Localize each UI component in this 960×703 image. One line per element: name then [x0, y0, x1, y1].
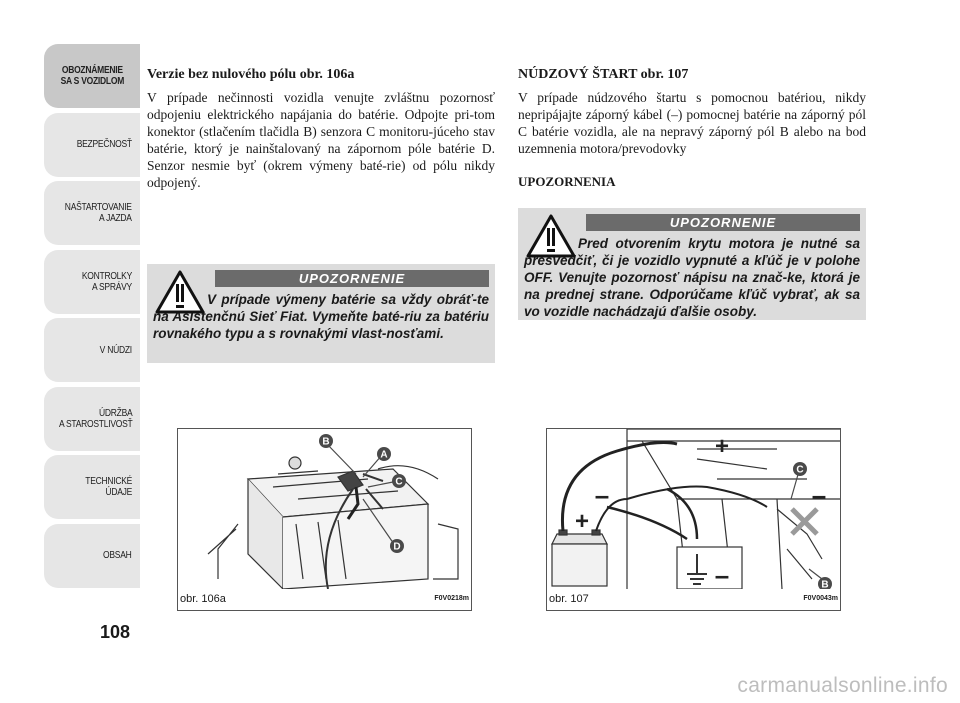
plus-symbol: +: [575, 508, 589, 535]
warning-title: UPOZORNENIE: [586, 214, 860, 231]
callout-b: [818, 577, 832, 591]
right-column: NÚDZOVÝ ŠTART obr. 107 V prípade núdzové…: [518, 66, 866, 190]
warning-title: UPOZORNENIE: [215, 270, 489, 287]
tab-label: ÚDRŽBA A STAROSTLIVOSŤ: [58, 407, 133, 430]
tab-nastartovanie[interactable]: NAŠTARTOVANIE A JAZDA: [44, 181, 140, 245]
warning-box: UPOZORNENIE V prípade výmeny batérie sa …: [147, 264, 495, 363]
tab-bezpecnost[interactable]: BEZPEČNOSŤ: [44, 112, 140, 177]
callout-d: [390, 539, 404, 553]
watermark: carmanualsonline.info: [737, 674, 948, 697]
callout-label: B: [322, 437, 329, 448]
battery-illustration: B A C D: [207, 434, 459, 591]
section-heading: NÚDZOVÝ ŠTART obr. 107: [518, 67, 689, 82]
tab-label: KONTROLKY A SPRÁVY: [81, 270, 132, 293]
figure-caption: obr. 107: [549, 593, 589, 605]
warning-text: V prípade výmeny batérie sa vždy obráť-t…: [153, 292, 489, 341]
tab-label: NAŠTARTOVANIE A JAZDA: [65, 202, 132, 224]
warning-triangle-icon: [155, 270, 205, 314]
callout-c: [793, 462, 807, 476]
warning-text: Pred otvorením krytu motora je nutné sa …: [524, 236, 860, 319]
body-paragraph: V prípade nečinnosti vozidla venujte zvl…: [147, 90, 495, 190]
tab-v-nudzi[interactable]: V NÚDZI: [44, 318, 140, 382]
tab-kontrolky[interactable]: KONTROLKY A SPRÁVY: [44, 249, 140, 314]
figure-code: F0V0043m: [803, 595, 838, 602]
figure-caption: obr. 106a: [180, 593, 226, 605]
left-column: Verzie bez nulového pólu obr. 106a V prí…: [147, 66, 495, 191]
callout-label: A: [380, 450, 387, 461]
callout-b: [319, 434, 333, 448]
tab-obsah[interactable]: OBSAH: [44, 523, 140, 588]
tab-label: BEZPEČNOSŤ: [76, 139, 132, 150]
callout-c: [392, 474, 406, 488]
tab-label: OBSAH: [103, 550, 133, 561]
warnings-subheading: UPOZORNENIA: [518, 174, 616, 189]
callout-label: C: [395, 477, 402, 488]
callout-a: [377, 447, 391, 461]
callout-label: D: [393, 542, 400, 553]
figure-battery-sensor: B A C D obr. 106a F0V0218m: [177, 428, 472, 611]
tab-label: OBOZNÁMENIE SA S VOZIDLOM: [60, 65, 124, 87]
figure-code: F0V0218m: [434, 595, 469, 602]
minus-symbol: –: [812, 480, 826, 510]
chapter-tabs: OBOZNÁMENIE SA S VOZIDLOM BEZPEČNOSŤ NAŠ…: [44, 44, 140, 592]
callout-label: C: [796, 465, 803, 476]
plus-symbol: +: [715, 433, 729, 460]
callout-label: B: [821, 580, 828, 590]
tab-udrzba[interactable]: ÚDRŽBA A STAROSTLIVOSŤ: [44, 386, 140, 451]
tab-label: TECHNICKÉ ÚDAJE: [85, 476, 132, 498]
page-number: 108: [100, 622, 131, 642]
section-heading: Verzie bez nulového pólu obr. 106a: [147, 67, 355, 82]
tab-label: V NÚDZI: [99, 344, 132, 356]
tab-oboznamenie[interactable]: OBOZNÁMENIE SA S VOZIDLOM: [44, 44, 140, 108]
figure-jump-start: + – + – – C B obr. 107 F0V0043m: [546, 428, 841, 611]
body-paragraph: V prípade núdzového štartu s pomocnou ba…: [518, 90, 866, 156]
minus-symbol: –: [595, 480, 609, 510]
warning-triangle-icon: [526, 214, 576, 258]
warning-box: UPOZORNENIE Pred otvorením krytu motora …: [518, 208, 866, 320]
tab-technicke-udaje[interactable]: TECHNICKÉ ÚDAJE: [44, 455, 140, 519]
minus-symbol: –: [715, 560, 729, 589]
jump-start-illustration: + – + – – C B: [551, 428, 840, 591]
